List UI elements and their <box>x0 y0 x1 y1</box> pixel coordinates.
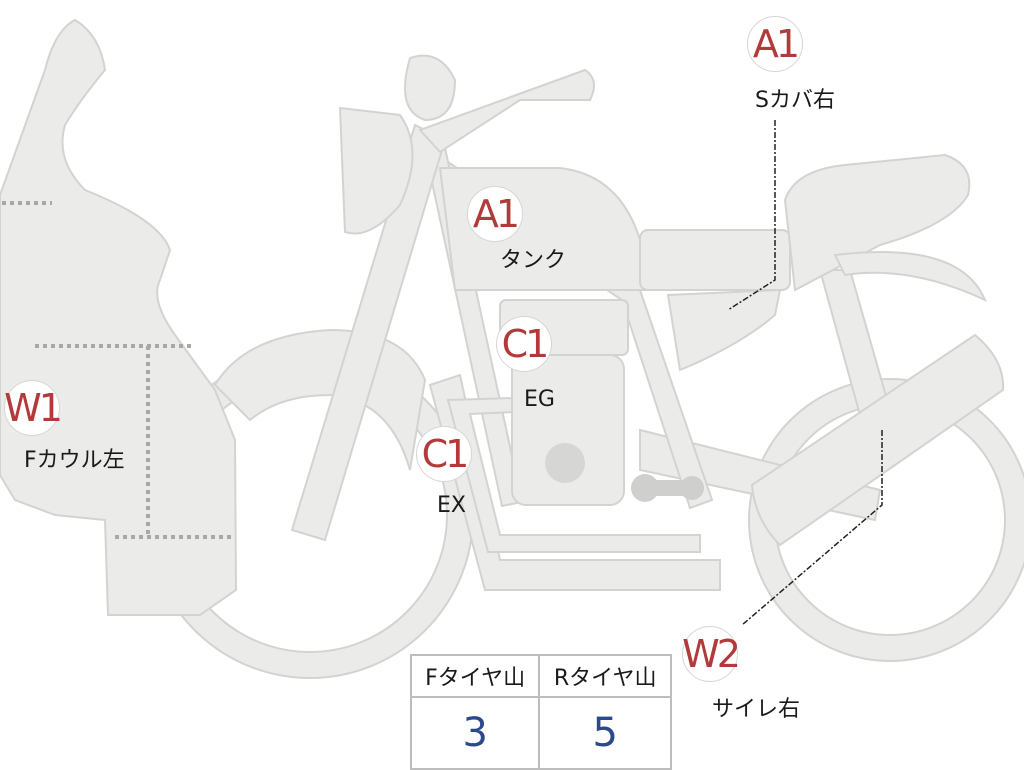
mirror <box>404 54 457 122</box>
rear-tire-value: 5 <box>538 696 672 770</box>
rear-tire-header: Rタイヤ山 <box>538 654 672 698</box>
leader-line-side-cover <box>727 120 776 311</box>
front-cowl <box>0 18 238 616</box>
leader-line-silencer <box>741 430 883 626</box>
cowl-damage-outline <box>2 201 235 539</box>
damage-part-label: タンク <box>500 248 567 273</box>
exhaust-pipe-lower <box>428 373 721 591</box>
damage-part-label: EX <box>437 493 466 518</box>
damage-code-badge: A1 <box>467 186 523 242</box>
headlight <box>338 106 414 235</box>
side-cover <box>666 288 782 372</box>
silencer <box>750 333 1005 547</box>
footpeg-end <box>631 474 659 502</box>
table-row: 3 5 <box>409 696 672 770</box>
engine-block <box>511 354 625 506</box>
engine-cover <box>545 443 585 483</box>
tire-tread-table: Fタイヤ山 Rタイヤ山 3 5 <box>409 654 672 770</box>
rear-fender <box>833 251 987 302</box>
damage-code-badge: W2 <box>682 626 741 682</box>
table-header-row: Fタイヤ山 Rタイヤ山 <box>409 654 672 698</box>
damage-code-badge: C1 <box>416 426 472 482</box>
damage-code-badge: A1 <box>747 16 803 72</box>
front-tire-value: 3 <box>409 696 541 770</box>
damage-part-label: Fカウル左 <box>24 448 125 473</box>
damage-code-badge: C1 <box>496 316 552 372</box>
footpeg-end <box>680 476 704 500</box>
rear-wheel-outer-edge <box>748 378 1024 662</box>
damage-part-label: Sカバ右 <box>755 88 835 113</box>
front-tire-header: Fタイヤ山 <box>409 654 541 698</box>
handlebar <box>418 68 595 154</box>
damage-part-label: サイレ右 <box>712 697 801 722</box>
seat <box>639 229 791 291</box>
tail-cowl <box>783 153 971 292</box>
damage-code-badge: W1 <box>4 380 63 436</box>
damage-part-label: EG <box>524 387 555 412</box>
